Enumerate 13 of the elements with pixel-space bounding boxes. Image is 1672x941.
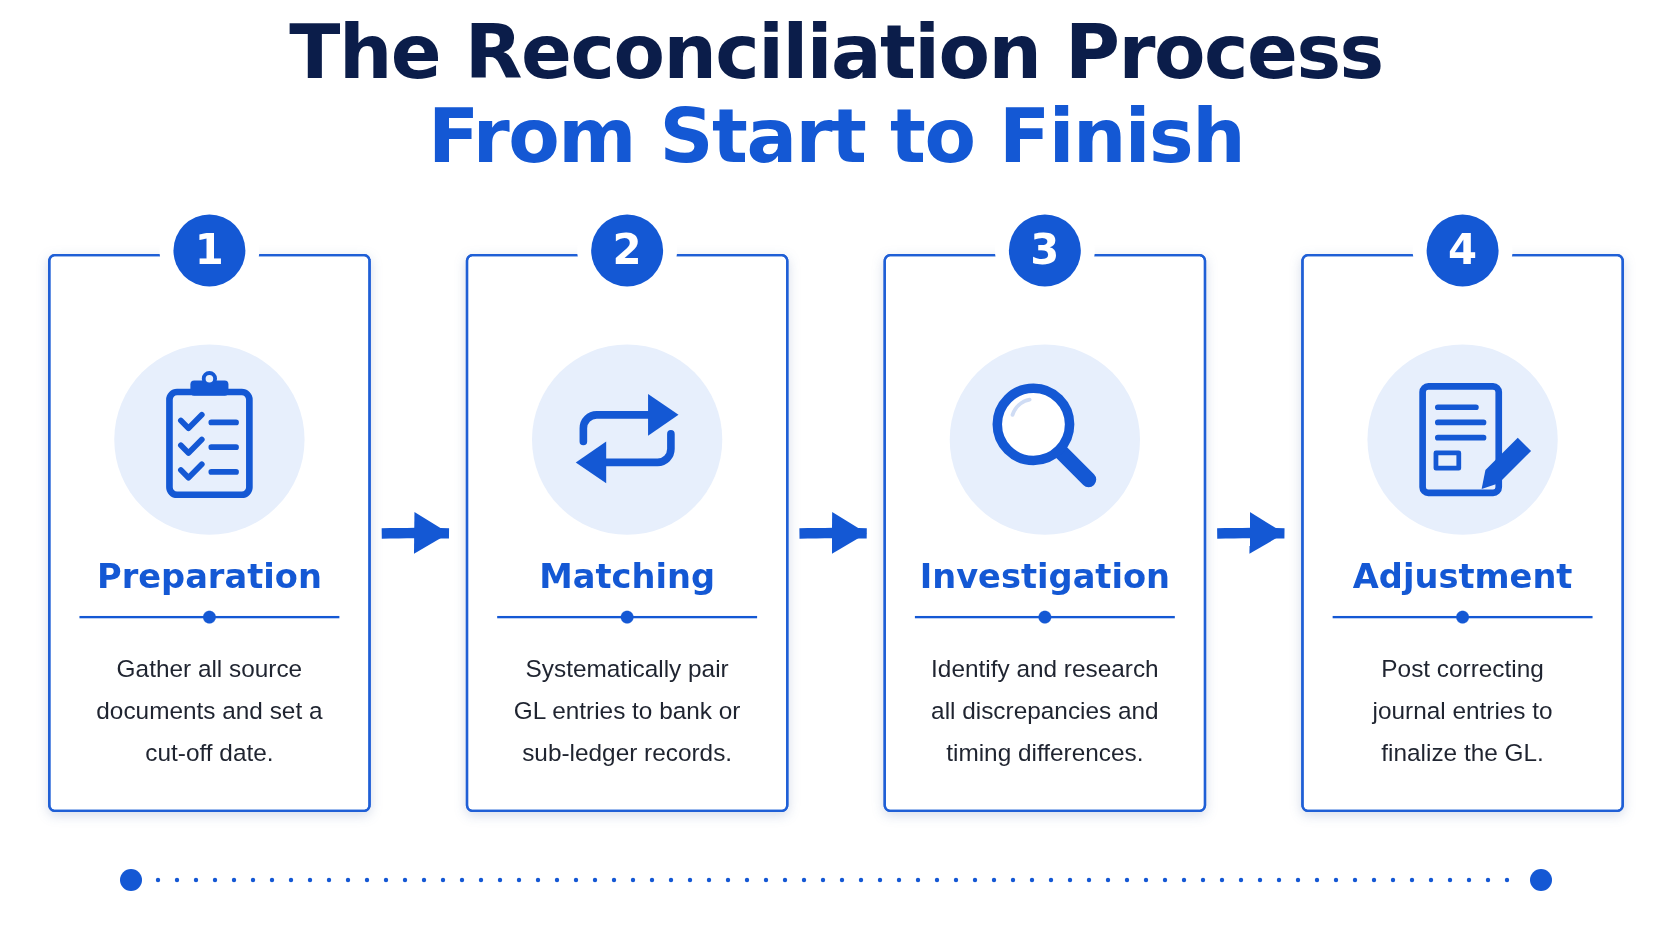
step-description: Gather all source documents and set a cut-off date. <box>95 654 324 768</box>
step-heading: Adjustment <box>1352 555 1573 599</box>
arrow <box>1217 512 1285 554</box>
step-heading: Preparation <box>96 555 322 599</box>
step-description: Post correcting journal entries to finalize the GL. <box>1371 654 1554 768</box>
step-heading: Investigation <box>919 555 1171 599</box>
arrow <box>799 512 867 554</box>
step-description: Systematically pair GL entries to bank or sub-ledger records. <box>512 654 742 768</box>
subtitle: From Start to Finish <box>427 94 1245 178</box>
title: The Reconciliation Process <box>289 10 1383 94</box>
arrow <box>381 512 450 554</box>
step-heading: Matching <box>539 555 715 599</box>
step-description: Identify and research all discrepancies and timing differences. <box>930 654 1160 768</box>
